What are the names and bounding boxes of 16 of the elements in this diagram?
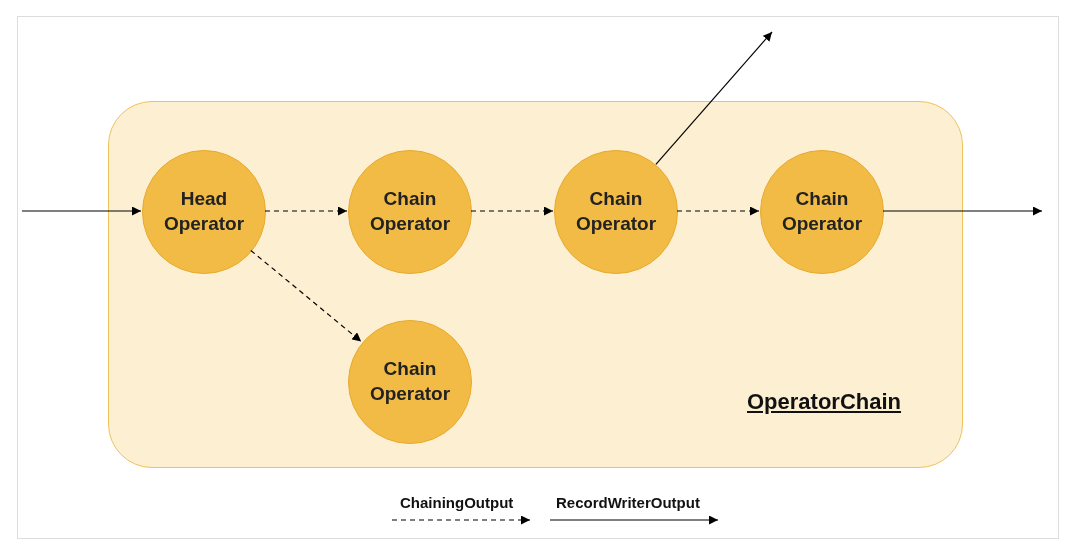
operator-label: Chain Operator <box>368 357 452 406</box>
operator-label: Head Operator <box>162 187 246 236</box>
arrow <box>676 206 760 216</box>
chain-container <box>108 101 963 468</box>
legend-label: RecordWriterOutput <box>556 494 700 511</box>
operator-label: Chain Operator <box>368 187 452 236</box>
container-title: OperatorChain <box>747 389 902 415</box>
arrow <box>470 206 554 216</box>
arrow <box>882 206 1043 216</box>
arrow <box>21 206 142 216</box>
arrow <box>264 206 348 216</box>
operator-label: Chain Operator <box>574 187 658 236</box>
operator-label: Chain Operator <box>780 187 864 236</box>
legend-label: ChainingOutput <box>400 494 514 511</box>
arrow <box>250 249 362 343</box>
arrow <box>655 31 773 165</box>
